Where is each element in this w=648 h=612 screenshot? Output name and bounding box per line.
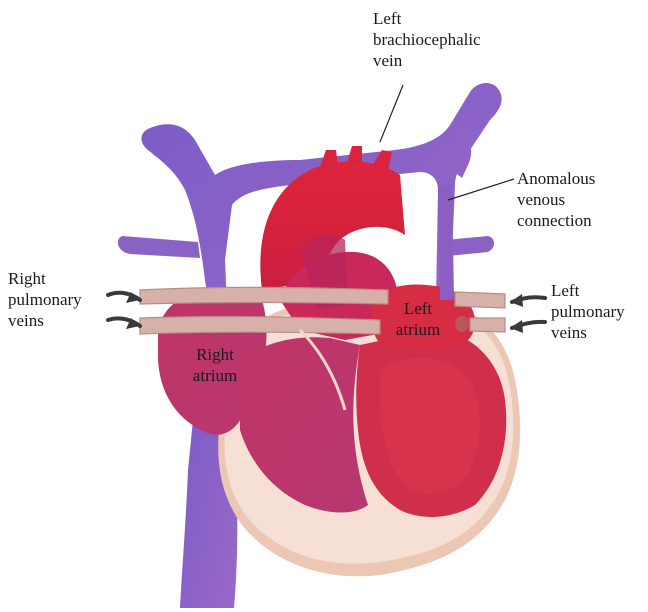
left-pulmonary-vein-lower [470, 318, 505, 332]
right-pulmonary-vein-upper [140, 287, 388, 304]
right-pulmonary-vein-lower [140, 317, 380, 334]
label-left-pulmonary-veins: Left pulmonary veins [551, 280, 625, 343]
left-pulmonary-vein-upper [455, 292, 505, 308]
leader-left-brachiocephalic [380, 85, 403, 142]
label-right-pulmonary-veins: Right pulmonary veins [8, 268, 82, 331]
label-left-atrium: Left atrium [388, 298, 448, 340]
right-vein-stub [118, 236, 200, 258]
anomalous-vein [438, 185, 454, 300]
label-anomalous-venous-connection: Anomalous venous connection [517, 168, 595, 231]
pulmonary-vein-orifice [455, 316, 469, 332]
leader-anomalous [448, 179, 514, 200]
label-right-atrium: Right atrium [180, 344, 250, 386]
label-left-brachiocephalic-vein: Left brachiocephalic vein [373, 8, 481, 71]
